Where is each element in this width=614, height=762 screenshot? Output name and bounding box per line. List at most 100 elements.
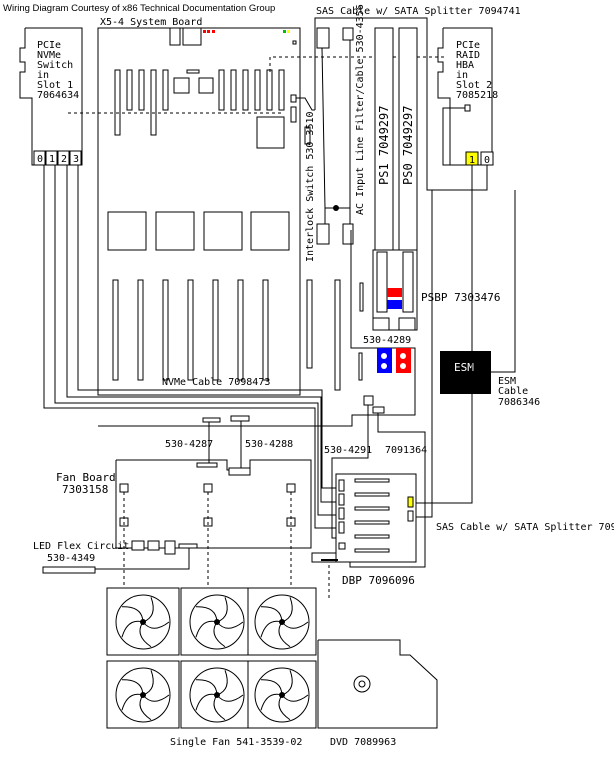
svg-text:2: 2 xyxy=(61,154,67,165)
svg-text:ESM: ESM xyxy=(498,376,516,387)
drive-slot xyxy=(354,478,390,483)
chip xyxy=(198,77,214,94)
red-led xyxy=(203,30,206,33)
led-flex-circuit: LED Flex Circuit 530-4349 xyxy=(33,541,129,574)
svg-text:0: 0 xyxy=(37,154,43,165)
raid-hba-label: 7085218 xyxy=(456,90,498,101)
svg-text:1: 1 xyxy=(49,154,55,165)
drive-slot xyxy=(354,534,390,539)
fan-board: Fan Board 7303158 xyxy=(56,459,312,588)
interlock-switch-label: Interlock Switch 530-3510 xyxy=(305,111,316,262)
dimm-slot xyxy=(162,279,169,381)
svg-text:LED Flex Circuit: LED Flex Circuit xyxy=(33,541,129,552)
dimm-slot xyxy=(212,279,219,381)
svg-text:Cable: Cable xyxy=(498,386,528,397)
cable-7091364-label: 7091364 xyxy=(385,445,427,456)
svg-text:Fan Board: Fan Board xyxy=(56,471,116,484)
raid-hba-label: RAID xyxy=(456,50,480,61)
raid-hba-label: in xyxy=(456,70,468,81)
dimm-slot xyxy=(306,279,313,369)
chip xyxy=(173,77,190,94)
power-supply-1: PS1 7049297 xyxy=(374,27,394,269)
drive-slot xyxy=(354,506,390,511)
nvme-port-3 xyxy=(69,150,82,166)
sas-cable-bottom-label: SAS Cable w/ SATA Splitter 7094741 xyxy=(436,522,614,533)
raid-hba-label: Slot 2 xyxy=(456,80,492,91)
cpu xyxy=(107,211,147,251)
fan xyxy=(106,587,180,656)
psbp-board: PSBP 7303476 xyxy=(98,230,500,427)
dimm-slot xyxy=(334,279,341,391)
dimm-slot xyxy=(137,279,144,381)
nvme-port-1 xyxy=(45,150,58,166)
esm-module: ESM ESM Cable 7086346 xyxy=(440,190,540,408)
disk-backplane: DBP 7096096 SAS Cable w/ SATA Splitter 7… xyxy=(311,473,614,587)
nvme-connector xyxy=(338,521,345,534)
svg-text:3: 3 xyxy=(73,154,79,165)
nvme-switch-label: NVMe xyxy=(37,50,61,61)
nvme-cable-label: NVMe Cable 7098473 xyxy=(162,377,270,388)
pcie-slot xyxy=(278,69,285,111)
pcie-slot xyxy=(126,69,133,111)
fan-connector xyxy=(286,483,296,493)
pcie-slot xyxy=(230,69,237,111)
single-fan-label: Single Fan 541-3539-02 xyxy=(170,737,302,748)
nvme-connector xyxy=(338,507,345,520)
dimm-slot xyxy=(187,279,194,381)
fan xyxy=(106,660,180,729)
drive-slot xyxy=(354,492,390,497)
system-board-label: X5-4 System Board xyxy=(100,17,202,28)
raid-hba-label: HBA xyxy=(456,60,474,71)
fan-connector xyxy=(119,483,129,493)
svg-text:PS1 7049297: PS1 7049297 xyxy=(377,106,391,185)
dimm-slot xyxy=(237,279,244,381)
system-board: X5-4 System Board xyxy=(97,17,341,396)
psbp-label: PSBP 7303476 xyxy=(421,291,500,304)
pcie-slot xyxy=(162,69,169,111)
cable-530-4289-label: 530-4289 xyxy=(363,335,411,346)
nvme-switch-label: 7064634 xyxy=(37,90,79,101)
nvme-switch-label: in xyxy=(37,70,49,81)
svg-text:1: 1 xyxy=(469,155,475,166)
pcie-slot xyxy=(150,69,157,136)
dbp-label: DBP 7096096 xyxy=(342,574,415,587)
pcie-slot xyxy=(254,69,261,111)
svg-text:7303158: 7303158 xyxy=(62,483,108,496)
nvme-connector xyxy=(338,493,345,506)
svg-text:0: 0 xyxy=(484,155,490,166)
fan xyxy=(180,660,254,729)
fan-modules xyxy=(106,587,317,729)
pcie-slot xyxy=(266,69,273,111)
pcie-slot xyxy=(138,69,145,111)
cable-530-4291-label: 530-4291 xyxy=(324,445,372,456)
ac-filter-label: AC Input Line Filter/Cable 530-4356 xyxy=(355,4,366,215)
nvme-connector xyxy=(338,479,345,492)
nvme-switch-label: Switch xyxy=(37,60,73,71)
dvd-drive: DVD 7089963 xyxy=(317,639,438,748)
dvd-label: DVD 7089963 xyxy=(330,737,396,748)
cpu xyxy=(250,211,290,251)
svg-text:PS0 7049297: PS0 7049297 xyxy=(401,106,415,185)
svg-text:530-4349: 530-4349 xyxy=(47,553,95,564)
raid-hba-label: PCIe xyxy=(456,40,480,51)
drive-slot xyxy=(354,548,390,553)
pcie-slot xyxy=(218,69,225,111)
chip xyxy=(256,116,285,149)
fan xyxy=(247,660,317,729)
power-supply-0: PS0 7049297 xyxy=(398,27,418,269)
nvme-port-2 xyxy=(57,150,70,166)
green-led xyxy=(283,30,286,33)
nvme-switch-label: PCIe xyxy=(37,40,61,51)
svg-text:7086346: 7086346 xyxy=(498,397,540,408)
fan xyxy=(247,587,317,656)
nvme-cable: NVMe Cable 7098473 xyxy=(43,165,336,529)
diagram-title: Wiring Diagram Courtesy of x86 Technical… xyxy=(3,3,275,14)
nvme-switch-label: Slot 1 xyxy=(37,80,73,91)
pcie-slot xyxy=(114,69,121,136)
drive-slot xyxy=(354,520,390,525)
nvme-port-0 xyxy=(33,150,46,166)
sas-cable-top-label: SAS Cable w/ SATA Splitter 7094741 xyxy=(316,6,521,17)
dimm-slot xyxy=(262,279,269,381)
